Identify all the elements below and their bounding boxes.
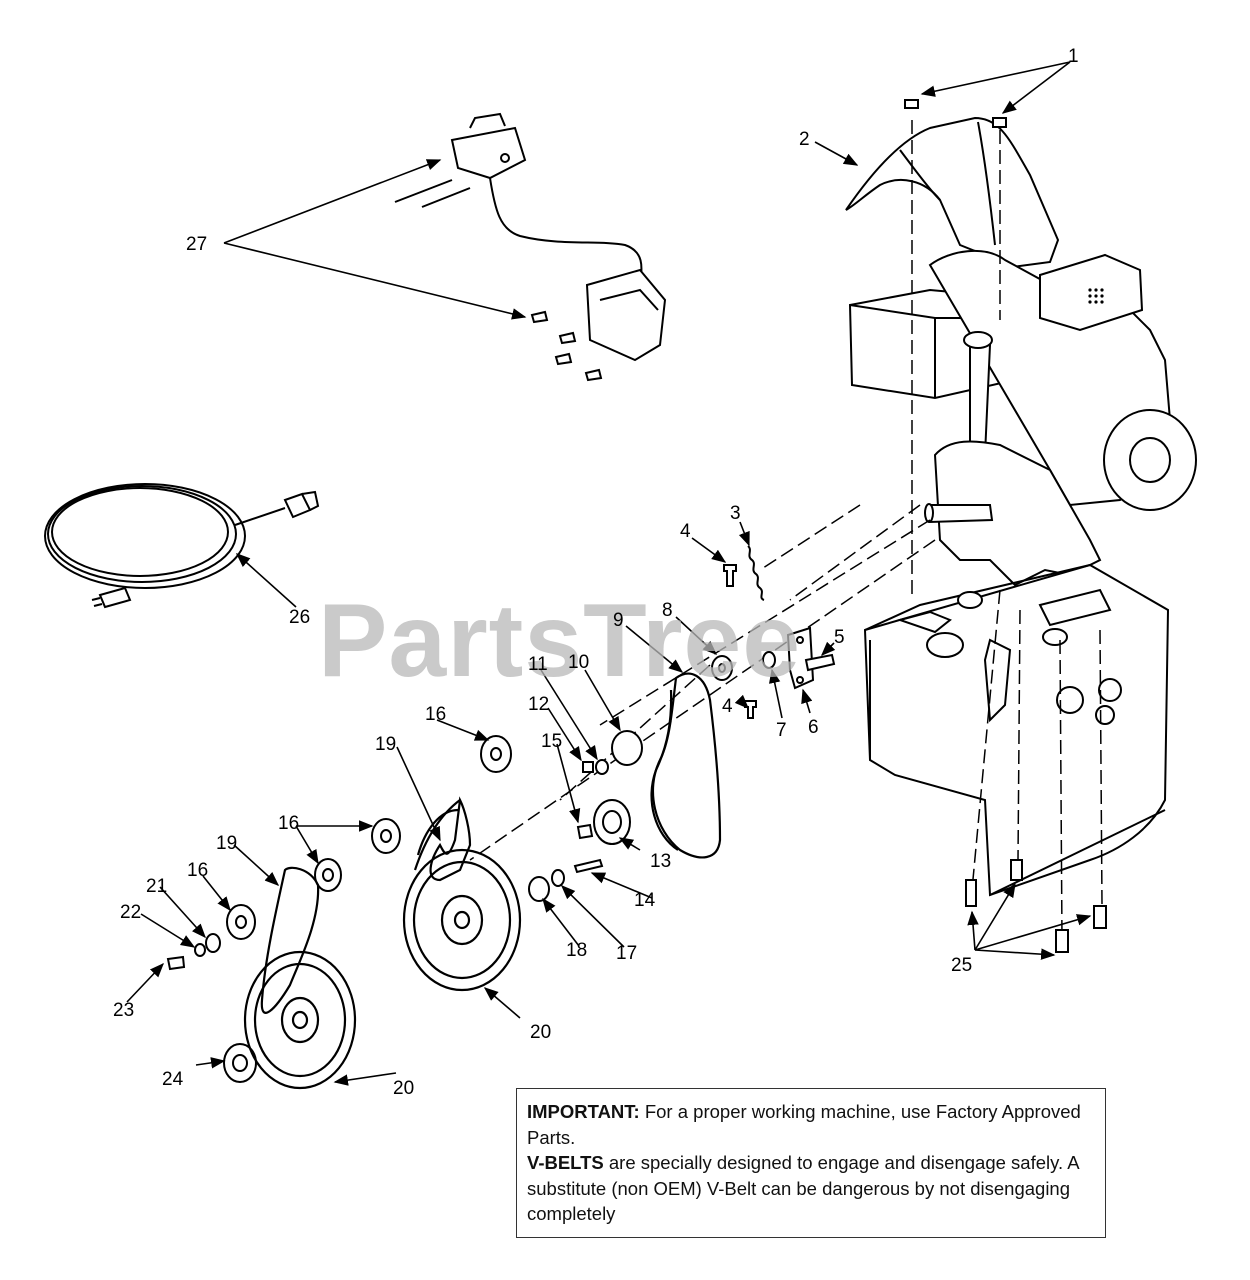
recoil-starter	[1103, 409, 1197, 511]
label-14: 14	[634, 890, 656, 911]
label-16c: 16	[187, 860, 208, 881]
muffler	[1039, 253, 1144, 332]
label-8: 8	[662, 600, 673, 621]
electric-starter	[394, 112, 667, 382]
label-4a: 4	[680, 521, 691, 542]
bolt-14	[573, 858, 604, 874]
label-19b: 19	[216, 833, 237, 854]
starter-motor	[585, 268, 667, 362]
label-1: 1	[1068, 46, 1079, 67]
spring-3	[747, 545, 765, 601]
label-12: 12	[528, 694, 549, 715]
bolt-23	[166, 955, 186, 971]
frame-plate	[863, 563, 1170, 897]
prong-plug	[98, 586, 132, 609]
v-belt-19b	[260, 866, 320, 1014]
label-26: 26	[289, 607, 310, 628]
leader-lines	[126, 61, 1092, 1086]
notice-important-label: IMPORTANT:	[527, 1101, 640, 1122]
screw-1b	[992, 117, 1007, 128]
label-11: 11	[528, 654, 548, 675]
washer-7	[762, 651, 776, 669]
label-16b: 16	[278, 813, 299, 834]
centerlines	[469, 120, 1103, 941]
notice-vbelts-label: V-BELTS	[527, 1152, 604, 1173]
crankcase	[933, 440, 1102, 587]
belts-pulleys	[243, 672, 722, 1090]
screw-25b	[1010, 859, 1023, 881]
nut-15	[576, 823, 594, 840]
engine-shaft	[926, 504, 994, 524]
important-notice-box: IMPORTANT: For a proper working machine,…	[516, 1088, 1106, 1238]
screw-25d	[1093, 905, 1107, 929]
washer-21	[205, 933, 221, 953]
washer-11	[595, 759, 609, 775]
label-9: 9	[613, 610, 624, 631]
label-18: 18	[566, 940, 587, 961]
label-16a: 16	[425, 704, 446, 725]
screw-25a	[965, 879, 977, 907]
label-22: 22	[120, 902, 141, 923]
bolt-4a	[723, 564, 737, 587]
label-19a: 19	[375, 734, 396, 755]
bolt-4b	[744, 700, 757, 719]
starter-switch-box	[450, 126, 527, 180]
label-21: 21	[146, 876, 167, 897]
bracket-6	[786, 626, 815, 690]
washer-17	[551, 869, 565, 887]
label-2: 2	[799, 129, 810, 150]
extension-cord	[44, 483, 320, 609]
screw-25c	[1055, 929, 1069, 953]
cord-plug-end	[283, 492, 312, 519]
label-20b: 20	[393, 1078, 414, 1099]
notice-vbelts: V-BELTS are specially designed to engage…	[527, 1150, 1097, 1227]
callout-labels: 1 2 3 4 5 6 7 4 8 9 10 11 12 15 13 14 17…	[113, 46, 1079, 1099]
label-3: 3	[730, 503, 741, 524]
label-5: 5	[834, 627, 845, 648]
screw-1a	[904, 99, 919, 109]
pulley-20a	[402, 848, 522, 992]
bolt-5	[804, 653, 836, 672]
v-belt-9	[651, 672, 722, 859]
label-17: 17	[616, 943, 637, 964]
engine-assembly	[845, 116, 1197, 897]
notice-important-text: For a proper working machine, use Factor…	[527, 1101, 1081, 1148]
label-7: 7	[776, 720, 787, 741]
label-20a: 20	[530, 1022, 551, 1043]
nut-12	[582, 761, 594, 773]
notice-important: IMPORTANT: For a proper working machine,…	[527, 1099, 1097, 1150]
label-15: 15	[541, 731, 562, 752]
cover-10	[611, 730, 643, 766]
v-belt-19a	[429, 796, 472, 882]
washer-22	[194, 943, 206, 957]
label-23: 23	[113, 1000, 134, 1021]
label-25: 25	[951, 955, 972, 976]
label-13: 13	[650, 851, 671, 872]
chute-deflector	[845, 116, 1060, 270]
watermark-logo: PartsTree	[318, 583, 801, 699]
hardware	[166, 99, 1107, 1083]
label-10: 10	[568, 652, 589, 673]
label-27: 27	[186, 234, 207, 255]
label-4b: 4	[722, 696, 733, 717]
label-24: 24	[162, 1069, 184, 1090]
notice-vbelts-text: are specially designed to engage and dis…	[527, 1152, 1079, 1224]
pulley-20b	[243, 950, 357, 1090]
label-6: 6	[808, 717, 819, 738]
washer-18	[528, 876, 550, 902]
